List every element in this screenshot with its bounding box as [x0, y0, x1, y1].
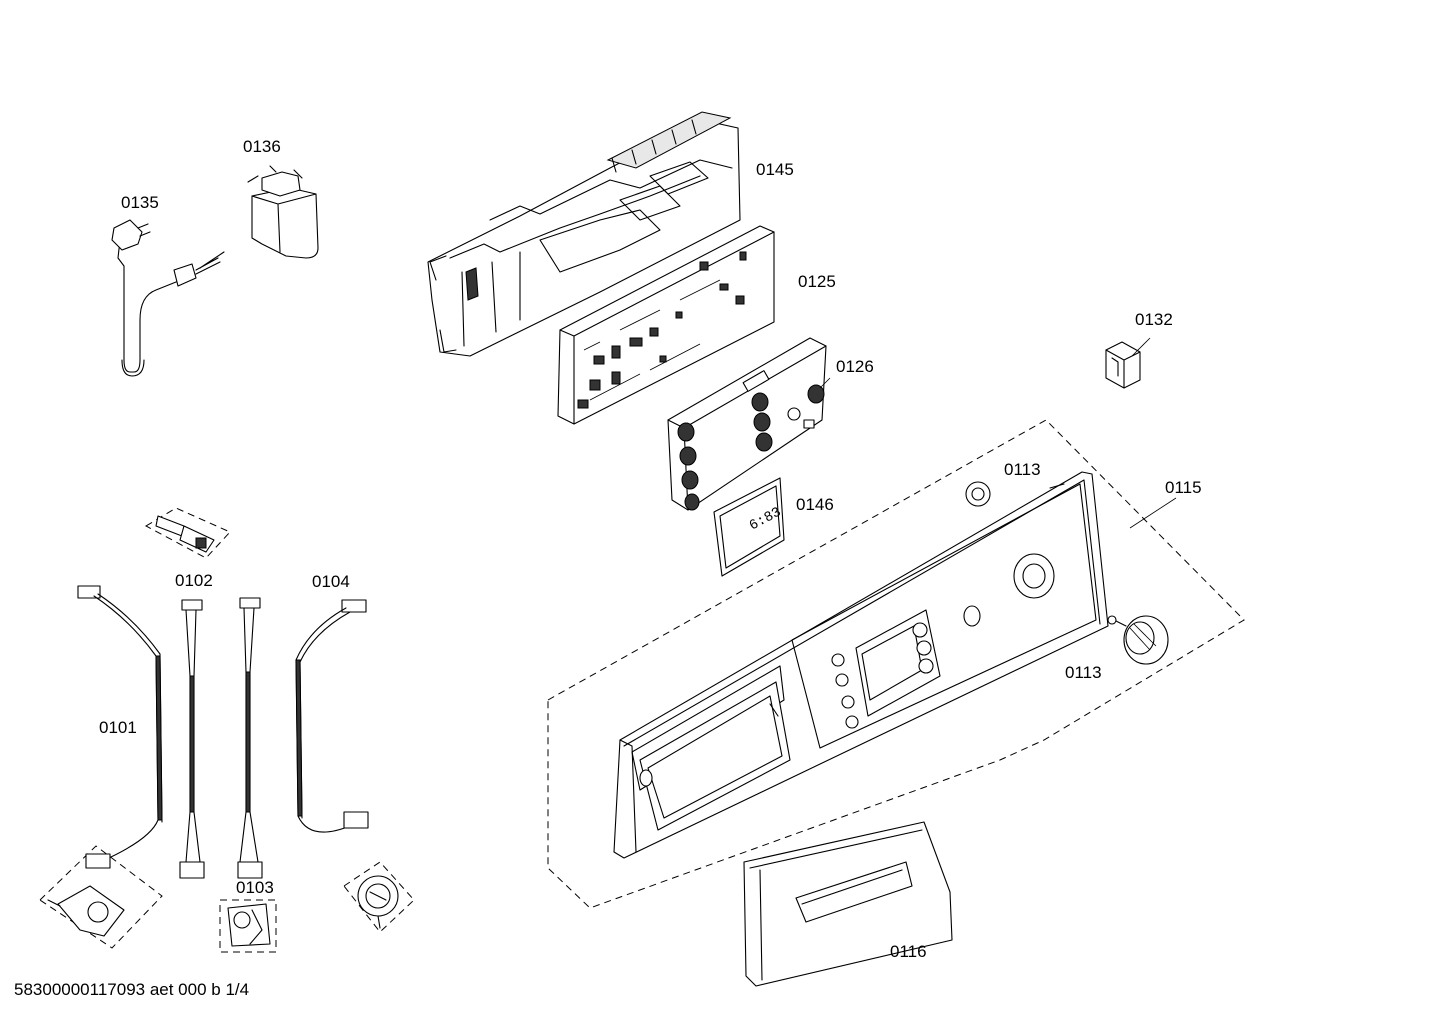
valve-part-0103 — [219, 899, 277, 953]
label-0145: 0145 — [756, 160, 794, 179]
harness-0102 — [179, 599, 205, 879]
label-0135: 0135 — [121, 193, 159, 212]
label-0126: 0126 — [836, 357, 874, 376]
label-0113-lens: 0113 — [1004, 460, 1041, 479]
label-0113-knob: 0113 — [1065, 663, 1102, 682]
label-0103: 0103 — [236, 878, 274, 897]
part-labels: 0136 0135 0145 0125 0132 0126 0113 0115 … — [99, 137, 1202, 961]
bracket-part — [1105, 341, 1141, 389]
sensor-part — [144, 507, 231, 559]
drawing-reference: 58300000117093 aet 000 b 1/4 — [14, 980, 250, 999]
label-0115: 0115 — [1165, 478, 1202, 497]
drawer-handle-part — [743, 821, 953, 987]
label-0146: 0146 — [796, 495, 834, 514]
label-0125: 0125 — [798, 272, 836, 291]
harness-0104 — [295, 599, 369, 833]
control-housing-part — [427, 111, 741, 357]
label-0102: 0102 — [175, 571, 213, 590]
label-0136: 0136 — [243, 137, 281, 156]
indicator-lens-part — [965, 481, 991, 507]
display-window-part: 6:83 — [713, 477, 785, 577]
knob-part — [1107, 615, 1169, 665]
label-0104: 0104 — [312, 572, 350, 591]
label-0116: 0116 — [890, 942, 927, 961]
keypad-pcb-part — [667, 337, 827, 511]
harness-0101 — [39, 585, 163, 949]
fascia-panel-part — [547, 419, 1245, 909]
harness-0103 — [237, 597, 263, 879]
filter-part — [247, 165, 319, 259]
leader-lines — [819, 337, 1177, 529]
label-0132: 0132 — [1135, 310, 1173, 329]
label-0101: 0101 — [99, 718, 137, 737]
pressure-switch-part — [343, 861, 415, 933]
power-cord-part — [111, 219, 225, 377]
main-pcb-part — [557, 225, 775, 425]
